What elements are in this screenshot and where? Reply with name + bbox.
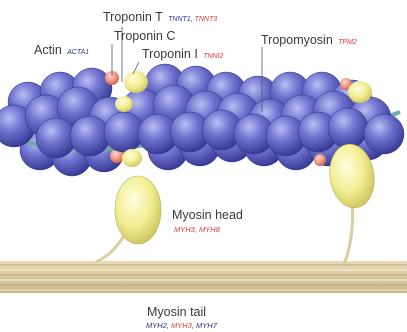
troponin-i-label: Troponin I TNNI2 (142, 48, 223, 61)
tropomyosin-name: Tropomyosin (261, 33, 333, 47)
myosin-head-label: Myosin head (172, 209, 243, 222)
actin-label: Actin ACTA1 (34, 44, 89, 57)
troponin-t-name: Troponin T (103, 10, 163, 24)
troponin-t-globule (314, 154, 326, 166)
troponin-t-gene-2: TNNT3 (195, 16, 218, 23)
myosin-head-gene-2: MYH8 (199, 225, 220, 234)
actin-monomer (364, 114, 404, 154)
tropomyosin-label: Tropomyosin TPM2 (261, 34, 357, 47)
myosin-tail-genes: MYH2, MYH3, MYH7 (146, 322, 217, 330)
troponin-i-gene: TNNI2 (203, 53, 223, 60)
actin-monomer (328, 108, 368, 148)
myosin-head-name: Myosin head (172, 208, 243, 222)
actin-name: Actin (34, 43, 62, 57)
troponin-t-gene-1: TNNT1 (168, 16, 191, 23)
troponin-c-label: Troponin C (114, 30, 175, 43)
myosin-neck-right (344, 200, 353, 264)
myosin-tail-label: Myosin tail (147, 306, 206, 319)
actin-gene: ACTA1 (67, 49, 89, 56)
troponin-i-name: Troponin I (142, 47, 198, 61)
myosin-thick-filament (0, 261, 407, 293)
myosin-head-gene-1: MYH3 (174, 225, 195, 234)
troponin-i-globule (115, 96, 133, 112)
myosin-tail-gene-2: MYH3 (171, 321, 192, 330)
troponin-globule (122, 149, 142, 167)
troponin-c-globule (124, 71, 148, 93)
myosin-head-genes: MYH3, MYH8 (174, 226, 220, 234)
myosin-neck-left (96, 236, 124, 262)
tropomyosin-gene: TPM2 (338, 39, 357, 46)
myosin-tail-name: Myosin tail (147, 305, 206, 319)
troponin-t-label: Troponin T TNNT1, TNNT3 (103, 11, 217, 24)
troponin-c-name: Troponin C (114, 29, 175, 43)
myosin-tail-gene-3: MYH7 (196, 321, 217, 330)
actin-monomer (70, 116, 110, 156)
myosin-tail-gene-1: MYH2 (146, 321, 167, 330)
myosin-head-left (115, 176, 161, 244)
troponin-globule (348, 81, 372, 103)
